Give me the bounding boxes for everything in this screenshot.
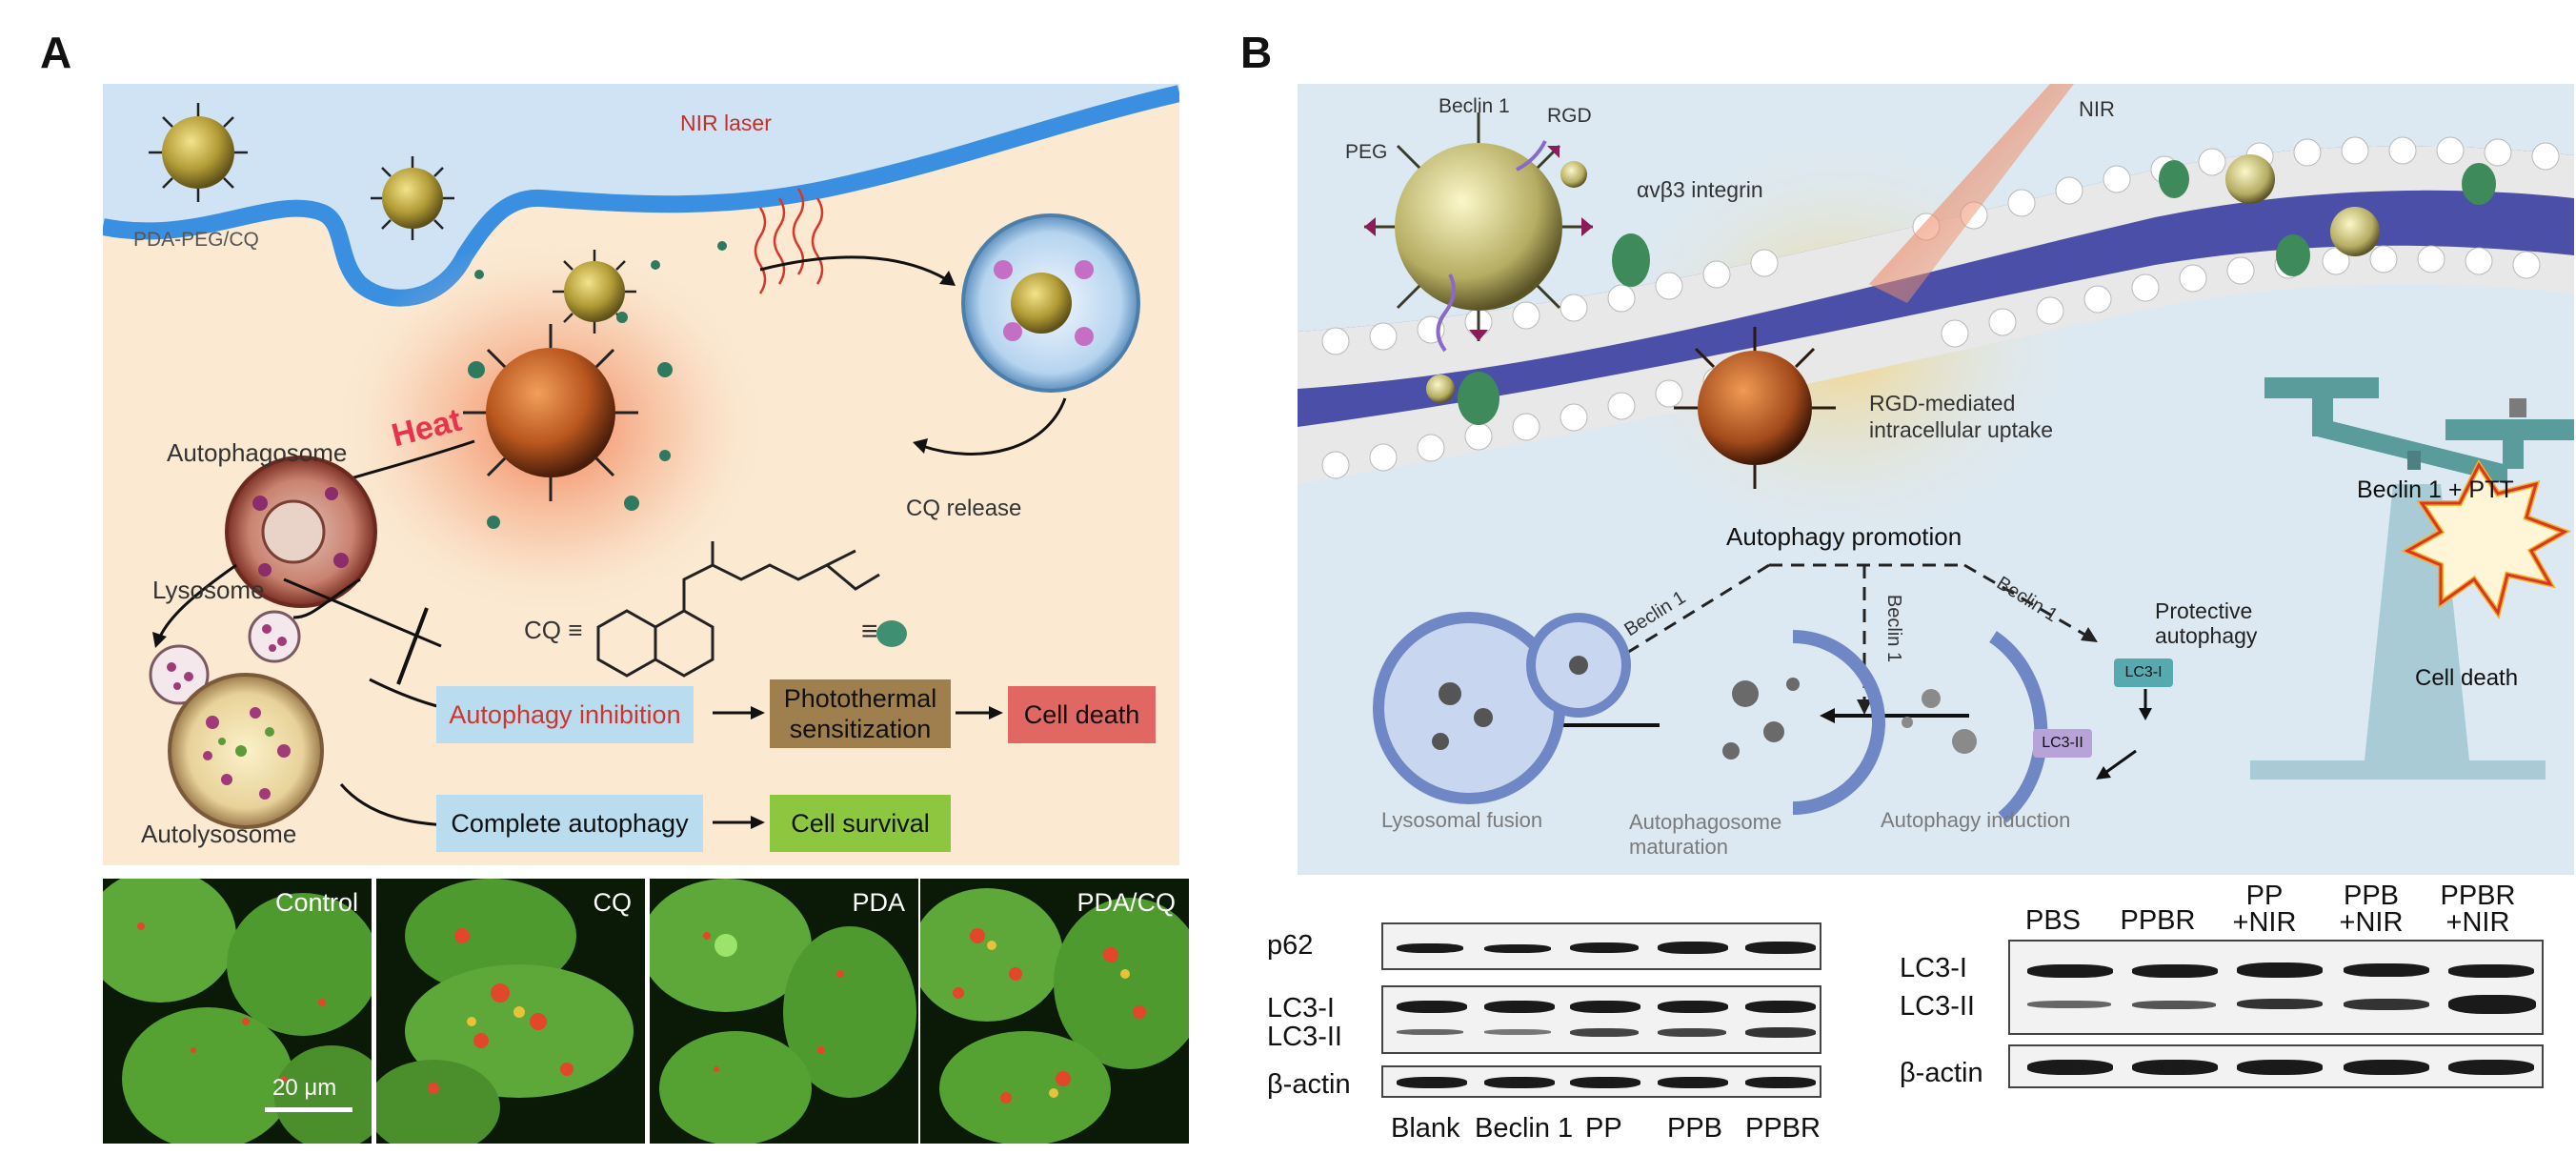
blot1-lc3-strip (1381, 985, 1821, 1054)
uptake-label-2: intracellular uptake (1869, 417, 2054, 442)
blot2-lane-label: +NIR (2339, 907, 2404, 938)
integrin-label: αvβ3 integrin (1637, 177, 1763, 202)
blot1-lane-label: Beclin 1 (1475, 1113, 1574, 1144)
nanoparticle-1 (162, 116, 234, 189)
stage-maturation-1: Autophagosome (1629, 810, 1782, 834)
micrograph-label: PDA/CQ (1077, 888, 1176, 917)
autolysosome-label: Autolysosome (141, 820, 297, 848)
blot1-lane-label: PP (1585, 1113, 1622, 1144)
nir-laser-label: NIR laser (680, 111, 772, 135)
autophagosome-label: Autophagosome (167, 438, 348, 467)
protective-autophagy-2: autophagy (2155, 623, 2258, 648)
micrograph-control-image (103, 879, 372, 1144)
panel-a-illustration (103, 84, 1179, 833)
blot2-lane-label: PPBR (2440, 881, 2516, 911)
micrograph-label: CQ (593, 888, 633, 917)
cq-equiv-label: CQ ≡ (524, 616, 583, 644)
blot1-p62-strip (1381, 922, 1821, 970)
autophagy-promotion-label: Autophagy promotion (1726, 522, 1962, 551)
panel-b-diagram: Beclin 1 RGD PEG NIR αvβ3 integrin RGD-m… (1298, 84, 2574, 875)
blot2-lc3-strip (2008, 940, 2544, 1035)
nir-label: NIR (2079, 97, 2115, 121)
blot2-lane-label: PPB (2343, 881, 2400, 911)
blot2-lane-label: PP (2245, 881, 2284, 911)
balance-title: Beclin 1 + PTT (2357, 476, 2514, 503)
micrograph-pda: PDA (650, 879, 918, 1144)
photothermal-box: Photothermal sensitization (770, 679, 951, 748)
blot1-lane-label: PPBR (1745, 1113, 1821, 1144)
micrograph-cq-image (376, 879, 634, 1144)
blot1-row-label: p62 (1267, 930, 1314, 961)
blot2-lane-label: PPBR (2120, 905, 2196, 936)
western-blot-2: PBS PPBR PP +NIR PPB +NIR PPBR +NIR LC3-… (1896, 877, 2563, 1134)
blot1-row-label: LC3-II (1267, 1022, 1342, 1052)
cell-survival-box: Cell survival (770, 795, 951, 852)
blot1-lane-label: PPB (1667, 1113, 1723, 1144)
autophagy-inhibition-box: Autophagy inhibition (436, 686, 694, 743)
beclin-label: Beclin 1 (1439, 95, 1510, 117)
panel-b-letter: B (1240, 28, 1273, 77)
scale-bar-label: 20 μm (272, 1075, 337, 1101)
stage-autophagy-induction: Autophagy induction (1881, 808, 2071, 832)
micrograph-pda-cq: PDA/CQ (920, 879, 1189, 1144)
blot2-lane-label: +NIR (2232, 907, 2297, 938)
complete-autophagy-box: Complete autophagy (436, 795, 703, 852)
rgd-label: RGD (1547, 105, 1592, 127)
blot2-actin-strip (2008, 1044, 2544, 1088)
cq-release-label: CQ release (906, 496, 1022, 521)
panel-a-letter: A (40, 28, 72, 77)
lc3-ii-badge: LC3-II (2033, 729, 2092, 758)
blot2-row-label: LC3-II (1900, 991, 1975, 1022)
blot1-lane-label: Blank (1391, 1113, 1460, 1144)
blot1-row-label: β-actin (1267, 1069, 1351, 1100)
micrograph-pda-cq-image (920, 888, 1189, 1144)
blot2-lane-label: +NIR (2445, 907, 2510, 938)
blot2-row-label: LC3-I (1900, 953, 1967, 983)
pda-peg-cq-label: PDA-PEG/CQ (133, 229, 259, 251)
micrograph-label: Control (274, 888, 358, 917)
blot1-row-label: LC3-I (1267, 993, 1335, 1023)
scale-bar (265, 1107, 352, 1112)
uptake-label-1: RGD-mediated (1869, 391, 2016, 415)
protective-autophagy-1: Protective (2155, 598, 2253, 623)
micrograph-pda-image (650, 879, 916, 1144)
equiv-symbol: ≡ (861, 616, 878, 647)
blot2-lane-label: PBS (2024, 905, 2082, 936)
blot2-row-label: β-actin (1900, 1058, 1983, 1088)
lc3-i-badge: LC3-I (2114, 658, 2173, 687)
micrograph-cq: CQ (376, 879, 645, 1144)
stage-lysosomal-fusion: Lysosomal fusion (1381, 808, 1543, 832)
western-blot-1: p62 LC3-I LC3-II β-actin Blank Beclin 1 … (1267, 905, 1858, 1153)
peg-label: PEG (1345, 141, 1388, 163)
micrograph-control: Control 20 μm (103, 879, 372, 1144)
micrograph-label: PDA (852, 888, 905, 917)
cell-death-label: Cell death (2415, 665, 2519, 691)
panel-a-diagram: PDA-PEG/CQ NIR laser Heat CQ release Aut… (103, 84, 1179, 865)
lysosome-label: Lysosome (152, 576, 265, 604)
panel-b-illustration (1298, 84, 2574, 823)
cell-death-box: Cell death (1008, 686, 1156, 743)
beclin-arrow-2: Beclin 1 (1883, 594, 1905, 663)
blot1-actin-strip (1381, 1065, 1821, 1098)
stage-maturation-2: maturation (1629, 835, 1728, 859)
